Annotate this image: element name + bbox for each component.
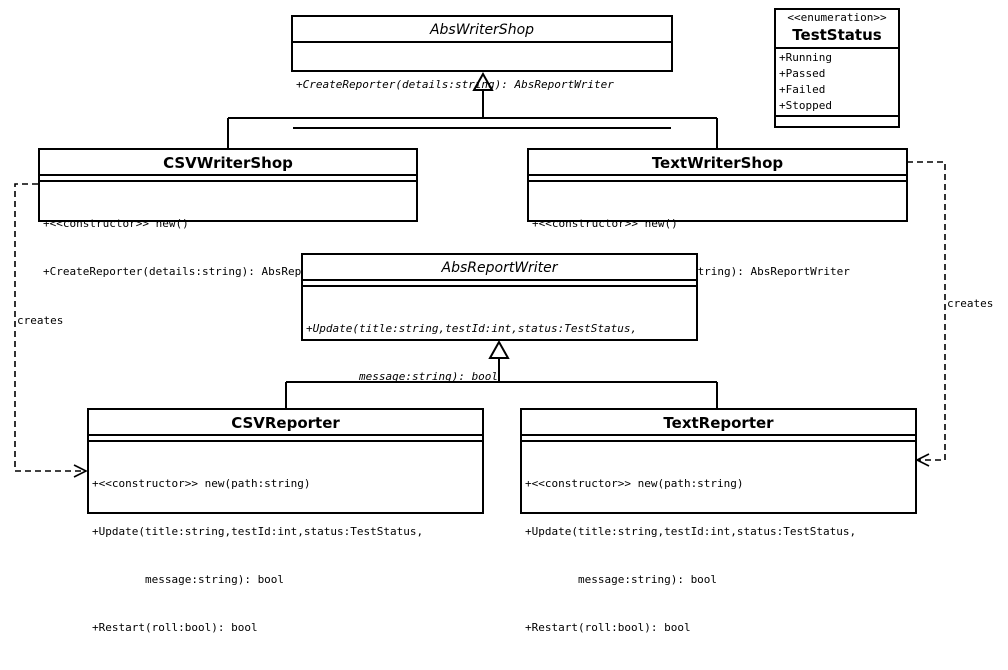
enum-name: TestStatus (776, 25, 898, 49)
enum-test-status: <<enumeration>> TestStatus +Running +Pas… (774, 8, 900, 128)
class-name: AbsWriterShop (293, 17, 671, 43)
operations: +CreateReporter(details:string): AbsRepo… (293, 43, 671, 129)
operation: +Update(title:string,testId:int,status:T… (525, 525, 857, 538)
class-name: TextReporter (522, 410, 915, 436)
operation: message:string): bool (306, 370, 499, 383)
attributes (522, 436, 915, 442)
inheritance-arrowhead-abs-report-writer (488, 339, 510, 359)
class-csv-writer-shop: CSVWriterShop +<<constructor>> new() +Cr… (38, 148, 418, 278)
operation: +CreateReporter(details:string): AbsRepo… (296, 78, 614, 91)
operations: +<<constructor>> new(path:string) +Updat… (89, 442, 482, 670)
class-name: TextWriterShop (529, 150, 906, 176)
attributes (40, 176, 416, 182)
enum-footer (776, 117, 898, 123)
enum-literals: +Running +Passed +Failed +Stopped (776, 49, 898, 117)
enum-stereotype: <<enumeration>> (787, 11, 887, 24)
uml-class-diagram: AbsWriterShop +CreateReporter(details:st… (14, 8, 994, 634)
class-abs-writer-shop: AbsWriterShop +CreateReporter(details:st… (291, 15, 673, 129)
dependency-csv-creates (14, 183, 86, 472)
operation: +<<constructor>> new() (532, 217, 678, 230)
creates-label-csv: creates (17, 314, 64, 328)
connector-layer (14, 71, 946, 478)
dependency-arrowhead-csv (73, 464, 88, 478)
class-abs-report-writer: AbsReportWriter +Update(title:string,tes… (301, 253, 698, 431)
operation: +<<constructor>> new(path:string) (525, 477, 744, 490)
operation: +Restart(roll:bool): bool (92, 621, 258, 634)
operation: +<<constructor>> new() (43, 217, 189, 230)
generalization-shops (227, 90, 718, 149)
attributes (529, 176, 906, 182)
class-csv-reporter: CSVReporter +<<constructor>> new(path:st… (87, 408, 484, 634)
operation: +Restart(roll:bool): bool (525, 621, 691, 634)
operation: +<<constructor>> new(path:string) (92, 477, 311, 490)
creates-label-text: creates (947, 297, 994, 311)
dependency-text-creates (907, 161, 946, 461)
operation: message:string): bool (92, 573, 285, 586)
dependency-arrowhead-text (915, 453, 930, 467)
enum-literal: +Failed (779, 83, 826, 96)
class-name: CSVWriterShop (40, 150, 416, 176)
enum-literal: +Running (779, 51, 832, 64)
operation: message:string): bool (525, 573, 718, 586)
generalization-reporters (285, 358, 718, 409)
attributes (89, 436, 482, 442)
class-text-writer-shop: TextWriterShop +<<constructor>> new() +C… (527, 148, 908, 278)
operations: +<<constructor>> new(path:string) +Updat… (522, 442, 915, 670)
enum-literal: +Stopped (779, 99, 832, 112)
operation: +Update(title:string,testId:int,status:T… (92, 525, 424, 538)
class-name: AbsReportWriter (303, 255, 696, 281)
operation: +Update(title:string,testId:int,status:T… (306, 322, 638, 335)
inheritance-arrowhead-abs-writer-shop (472, 71, 494, 91)
class-name: CSVReporter (89, 410, 482, 436)
class-text-reporter: TextReporter +<<constructor>> new(path:s… (520, 408, 917, 634)
attributes (303, 281, 696, 287)
enum-literal: +Passed (779, 67, 826, 80)
